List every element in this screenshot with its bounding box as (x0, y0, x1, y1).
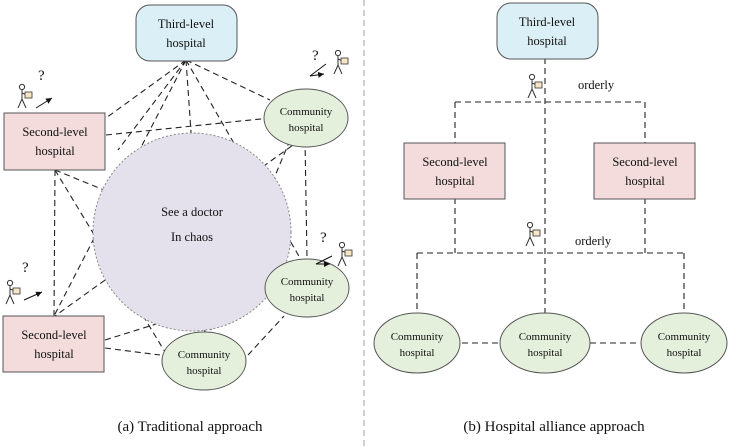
question-mark-icon: ? (22, 260, 29, 276)
community-bottom-label-line2: hospital (187, 365, 222, 377)
orderly-label-top: orderly (578, 78, 615, 92)
second-top-label-line2: hospital (35, 144, 75, 158)
second-level-hospital-bottom-node (2, 315, 105, 373)
alliance-community-right-label-line2: hospital (667, 347, 702, 359)
community-hospital-bottom-node (161, 331, 247, 391)
confused-patient-icon-bottom-left: ? (5, 260, 43, 305)
alliance-community-right-label-line1: Community (658, 331, 711, 343)
alliance-second-level-hospital-right-node (593, 142, 696, 200)
left-caption: (a) Traditional approach (118, 419, 263, 435)
confused-patient-icon-mid-right: ? (315, 230, 353, 267)
orderly-patient-icon-top (527, 73, 543, 99)
community-mid-label-line2: hospital (290, 292, 325, 304)
community-mid-label-line1: Community (281, 276, 334, 288)
alliance-community-hospital-left-node (373, 312, 461, 374)
alliance-community-left-label-line2: hospital (400, 347, 435, 359)
right-panel: Third-level hospital Second-level hospit… (373, 2, 728, 435)
community-top-label-line2: hospital (289, 122, 324, 134)
alliance-second-left-label-line1: Second-level (422, 155, 488, 169)
left-panel: See a doctor In chaos Third-level hospit… (2, 4, 353, 435)
confused-patient-icon-top-left: ? (17, 68, 53, 109)
alliance-second-right-label-line1: Second-level (612, 155, 678, 169)
third-level-hospital-node (135, 4, 238, 62)
alliance-community-hospital-mid-node (499, 312, 591, 374)
confused-patient-icon-top-right: ? (309, 48, 349, 78)
community-bottom-label-line1: Community (178, 349, 231, 361)
alliance-community-hospital-right-node (640, 312, 728, 374)
community-hospital-mid-node (264, 258, 350, 318)
question-mark-icon: ? (312, 48, 319, 64)
alliance-third-level-hospital-node (496, 2, 599, 60)
second-level-hospital-top-node (3, 112, 106, 171)
second-top-label-line1: Second-level (22, 125, 88, 139)
alliance-third-level-label-line2: hospital (527, 34, 567, 48)
alliance-second-level-hospital-left-node (403, 142, 506, 200)
second-bottom-label-line1: Second-level (21, 328, 87, 342)
alliance-third-level-label-line1: Third-level (519, 15, 576, 29)
community-hospital-top-node (263, 88, 349, 148)
alliance-community-mid-label-line1: Community (519, 331, 572, 343)
chaos-label-line2: In chaos (171, 230, 213, 244)
third-level-label-line1: Third-level (158, 17, 215, 31)
third-level-label-line2: hospital (166, 36, 206, 50)
question-mark-icon: ? (38, 68, 45, 84)
chaos-circle (92, 132, 292, 332)
question-mark-icon: ? (320, 230, 327, 246)
alliance-second-left-label-line2: hospital (435, 174, 475, 188)
orderly-patient-icon-bottom (525, 221, 541, 247)
alliance-second-right-label-line2: hospital (625, 174, 665, 188)
second-bottom-label-line2: hospital (34, 347, 74, 361)
right-connections (416, 58, 685, 344)
chaos-label-line1: See a doctor (161, 205, 224, 219)
alliance-community-mid-label-line2: hospital (528, 347, 563, 359)
orderly-label-bottom: orderly (575, 234, 612, 248)
right-caption: (b) Hospital alliance approach (463, 419, 645, 435)
alliance-community-left-label-line1: Community (391, 331, 444, 343)
community-top-label-line1: Community (280, 106, 333, 118)
